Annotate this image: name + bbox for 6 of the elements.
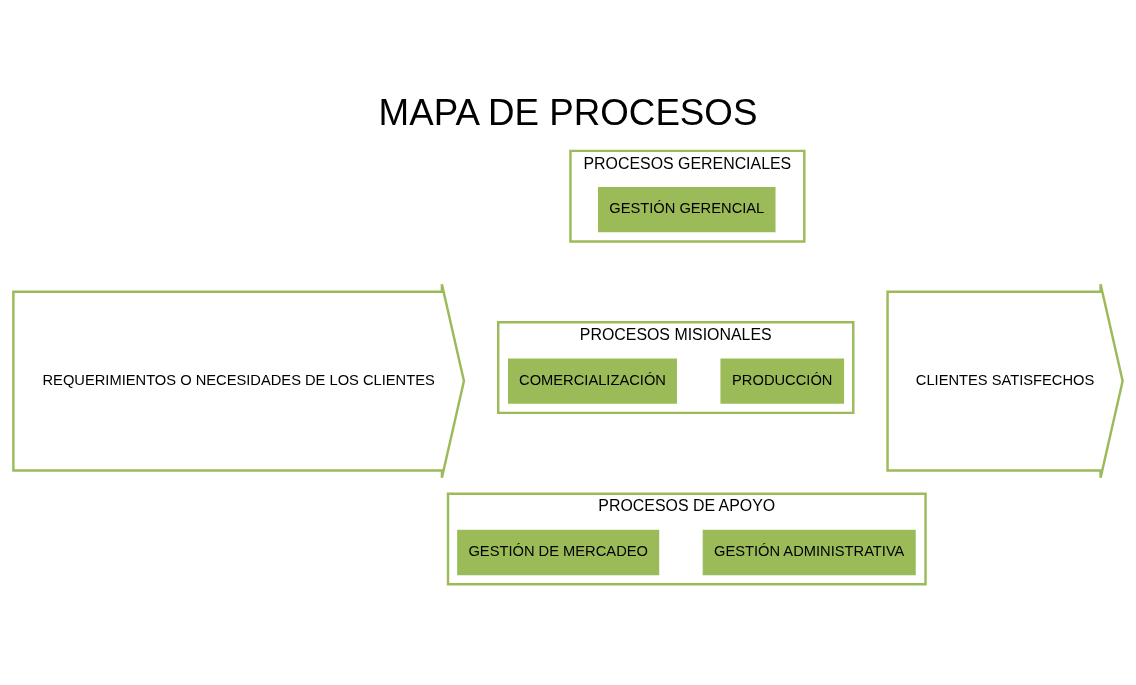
node-box: PRODUCCIÓN: [720, 358, 845, 404]
node-box: GESTIÓN DE MERCADEO: [457, 529, 660, 576]
node-box: GESTIÓN GERENCIAL: [598, 187, 776, 233]
diagram-title: MAPA DE PROCESOS: [378, 92, 758, 134]
node-box: GESTIÓN ADMINISTRATIVA: [702, 529, 916, 576]
node-box: COMERCIALIZACIÓN: [508, 358, 677, 404]
